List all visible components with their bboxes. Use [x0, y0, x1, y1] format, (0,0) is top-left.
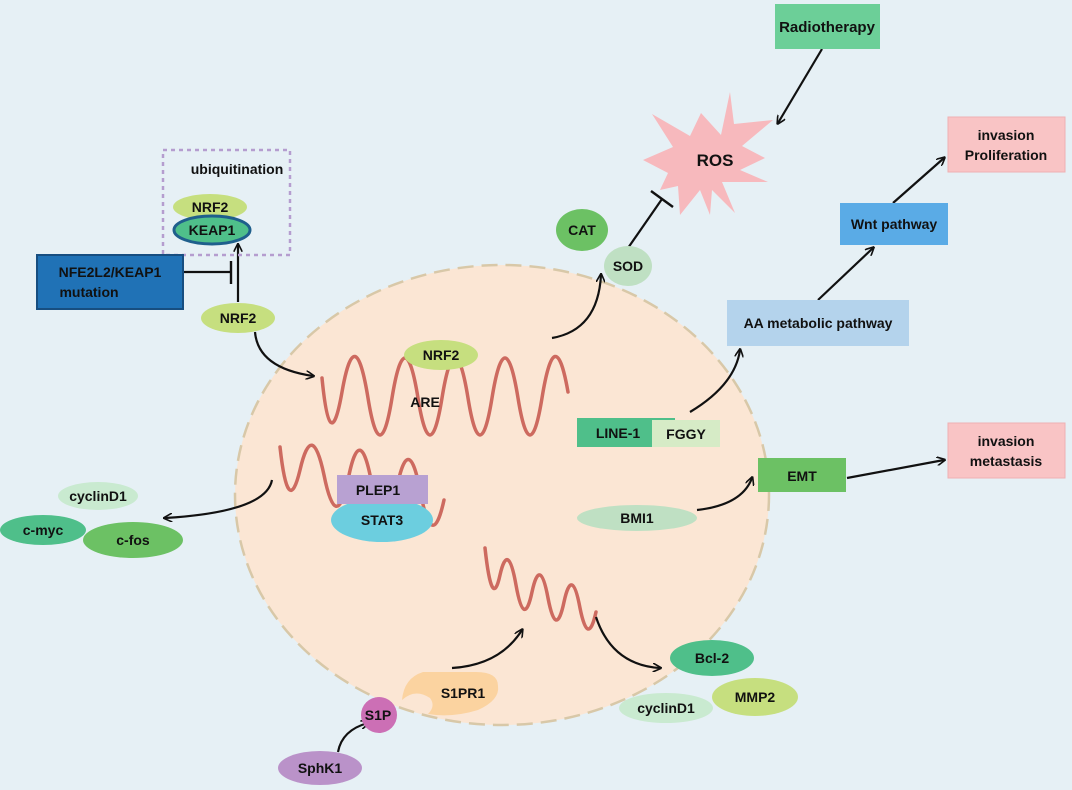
wnt-pathway-label: Wnt pathway — [851, 216, 938, 232]
plep1-box — [337, 475, 428, 504]
keap1-label: KEAP1 — [189, 222, 236, 238]
stat3-label: STAT3 — [361, 512, 403, 528]
sphk1-ellipse — [278, 751, 362, 785]
arrow-nucleus-sod — [551, 275, 601, 340]
sod-label: SOD — [613, 258, 643, 274]
nfe2l2-mutation-box — [36, 254, 184, 310]
arrow-sphk1-s1p — [336, 723, 368, 753]
mmp2-ellipse — [712, 678, 798, 716]
c-myc-ellipse — [0, 515, 86, 545]
wnt-pathway-box — [840, 203, 948, 245]
ros-label: ROS — [697, 151, 734, 170]
invasion-proliferation-box — [947, 116, 1066, 173]
s1p-circle — [361, 697, 397, 733]
s1p-label: S1P — [365, 707, 391, 723]
s1pr1-receptor — [402, 672, 499, 716]
arrow-nrf2-nucleus — [253, 331, 313, 376]
cyclind1-left-label: cyclinD1 — [69, 488, 127, 504]
dna-strand-are — [320, 354, 570, 437]
invasion-proliferation-line2: Proliferation — [965, 147, 1047, 163]
arrow-dna-bcl2 — [594, 616, 660, 668]
bcl2-ellipse — [670, 640, 754, 676]
c-fos-ellipse — [83, 522, 183, 558]
radiotherapy-box — [775, 4, 880, 49]
fggy-box — [652, 420, 720, 447]
nucleus — [233, 263, 771, 727]
nrf2-nucleus-ellipse — [404, 340, 478, 370]
c-fos-label: c-fos — [116, 532, 150, 548]
invasion-proliferation-line1: invasion — [978, 127, 1035, 143]
arrow-s1pr1-dna — [451, 630, 522, 670]
cat-ellipse — [556, 209, 608, 251]
arrow-wnt-invasion — [892, 158, 944, 204]
sphk1-label: SphK1 — [298, 760, 343, 776]
inhibit-sod-ros — [627, 198, 663, 249]
c-myc-label: c-myc — [23, 522, 64, 538]
invasion-metastasis-line2: metastasis — [970, 453, 1043, 469]
keap1-ellipse — [172, 214, 252, 246]
mmp2-label: MMP2 — [735, 689, 776, 705]
cyclind1-right-label: cyclinD1 — [637, 700, 695, 716]
nfe2l2-mutation-line2: mutation — [59, 284, 118, 300]
bcl2-label: Bcl-2 — [695, 650, 729, 666]
line1-label: LINE-1 — [596, 425, 641, 441]
fggy-label: FGGY — [666, 426, 706, 442]
radiotherapy-label: Radiotherapy — [779, 19, 876, 36]
bmi1-ellipse — [577, 505, 697, 531]
arrow-stat3-targets — [165, 479, 274, 518]
dna-strand-s1pr1 — [483, 546, 598, 631]
cyclind1-left-ellipse — [58, 482, 138, 510]
sod-ellipse — [604, 246, 652, 286]
invasion-metastasis-box — [947, 422, 1066, 479]
aa-metabolic-pathway-label: AA metabolic pathway — [744, 315, 893, 331]
emt-box — [758, 458, 846, 492]
inhibit-sod-ros-bar — [650, 190, 674, 208]
arrow-line1-aa — [689, 350, 740, 413]
bmi1-label: BMI1 — [620, 510, 654, 526]
nrf2-mid-ellipse — [201, 303, 275, 333]
arrow-aa-wnt — [817, 248, 873, 301]
are-label: ARE — [410, 394, 440, 410]
aa-metabolic-pathway-box — [727, 300, 909, 346]
emt-label: EMT — [787, 468, 817, 484]
cyclind1-right-ellipse — [619, 693, 713, 723]
cat-label: CAT — [568, 222, 596, 238]
nrf2-mid-label: NRF2 — [220, 310, 257, 326]
invasion-metastasis-line1: invasion — [978, 433, 1035, 449]
nrf2-top-ellipse — [173, 194, 247, 220]
arrow-radiotherapy-ros — [778, 48, 823, 123]
nfe2l2-mutation-line1: NFE2L2/KEAP1 — [59, 264, 162, 280]
arrow-emt-invasion — [846, 460, 944, 480]
ubiquitination-label: ubiquitination — [191, 161, 284, 177]
s1pr1-label: S1PR1 — [441, 685, 486, 701]
stat3-ellipse — [331, 498, 433, 542]
plep1-label: PLEP1 — [356, 482, 401, 498]
nrf2-nucleus-label: NRF2 — [423, 347, 460, 363]
ubiquitination-box — [161, 148, 292, 257]
arrow-bmi1-emt — [696, 478, 752, 512]
nrf2-top-label: NRF2 — [192, 199, 229, 215]
ros-star — [643, 92, 773, 215]
